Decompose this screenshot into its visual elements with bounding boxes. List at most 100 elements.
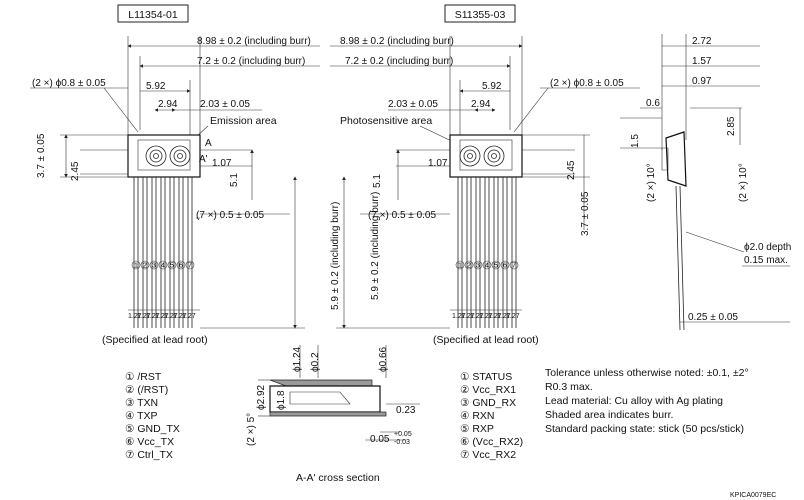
- right-title: S11355-03: [455, 9, 506, 21]
- side-d06: 0.6: [646, 98, 660, 109]
- left-a-prime-mark: A': [199, 154, 208, 165]
- right-lead-root-note: (Specified at lead root): [433, 334, 539, 346]
- note-tolerance: Tolerance unless otherwise noted: ±0.1, …: [545, 367, 749, 379]
- right-pin-1: ① STATUS: [460, 371, 512, 383]
- xs-d066: ϕ0.66: [378, 346, 389, 372]
- right-pin-num-4: 4: [485, 263, 489, 270]
- left-pin-5: ⑤ GND_TX: [125, 423, 180, 435]
- side-d157: 1.57: [692, 56, 712, 67]
- right-pin-3: ③ GND_RX: [460, 397, 516, 409]
- left-a-mark: A: [205, 138, 212, 149]
- right-leads: [457, 177, 517, 328]
- left-h107-dim: 1.07: [212, 158, 232, 169]
- right-h51-dim: 5.1: [372, 174, 383, 188]
- right-lead-pitch-2: 1.27: [461, 313, 475, 320]
- right-h245-dim: 2.45: [566, 160, 577, 180]
- right-lead-pitch-3: 1.27: [470, 313, 484, 320]
- left-w203-dim: 2.03 ± 0.05: [200, 99, 250, 110]
- right-w592-dim: 5.92: [482, 81, 502, 92]
- note-lead-material: Lead material: Cu alloy with Ag plating: [545, 395, 723, 407]
- left-pin-1: ① /RST: [125, 371, 162, 383]
- left-w592-dim: 5.92: [146, 81, 166, 92]
- right-lead-pitch-5: 1.27: [488, 313, 502, 320]
- right-pin-num-5: 5: [494, 263, 498, 270]
- left-pin-3: ③ TXN: [125, 397, 158, 409]
- side-lead: [675, 185, 681, 331]
- right-pin-num-2: 2: [467, 263, 471, 270]
- xs-caption: A-A' cross section: [296, 472, 380, 484]
- right-lead-pitch-6: 1.27: [497, 313, 511, 320]
- left-lead-pitch-row: 1.27 1.27 1.27 1.27 1.27 1.27 1.27: [128, 313, 196, 320]
- left-title-box: [117, 4, 189, 23]
- right-holes-dim: (2 ×) ϕ0.8 ± 0.05: [550, 78, 624, 89]
- right-w203-dim: 2.03 ± 0.05: [388, 99, 438, 110]
- left-lead-pitch-3: 1.27: [146, 313, 160, 320]
- right-pin-num-6: 6: [503, 263, 507, 270]
- xs-angle: (2 ×) 5°: [246, 413, 257, 446]
- right-pin-5: ⑤ RXP: [460, 423, 494, 435]
- note-packing: Standard packing state: stick (50 pcs/st…: [545, 423, 744, 435]
- side-d285: 2.85: [726, 116, 737, 136]
- left-pin-num-3: 3: [152, 263, 156, 270]
- left-lead-pitch-4: 1.27: [155, 313, 169, 320]
- left-pin-7: ⑦ Ctrl_TX: [125, 449, 173, 461]
- xs-d124: ϕ1.24: [292, 346, 303, 372]
- right-pin-list: ① STATUS ② Vcc_RX1 ③ GND_RX ④ RXN ⑤ RXP …: [460, 371, 523, 461]
- xs-d023: 0.23: [396, 405, 416, 416]
- left-h37-dim: 3.7 ± 0.05: [36, 133, 47, 178]
- left-package-body: [127, 134, 201, 178]
- note-radius: R0.3 max.: [545, 381, 593, 393]
- left-pin-4: ④ TXP: [125, 410, 158, 422]
- left-w294-dim: 2.94: [158, 99, 178, 110]
- right-lead-pitch-4: 1.27: [479, 313, 493, 320]
- side-depth-2: 0.15 max.: [744, 255, 788, 266]
- xs-d18: ϕ1.8: [276, 390, 287, 410]
- cross-section: ϕ1.24 ϕ0.2 ϕ0.66 ϕ2.92 ϕ1.8 0.23 (2 ×) 5…: [246, 345, 420, 484]
- left-pin-2: ② (/RST): [125, 384, 168, 396]
- right-lead-pitch-7: 1.27: [506, 313, 520, 320]
- xs-tol-plus: +0.05: [394, 431, 412, 438]
- xs-burr-bottom: [269, 411, 387, 417]
- right-inner-dim: 7.2 ± 0.2 (including burr): [345, 56, 453, 67]
- left-pin-numbers: 1 2 3 4 5 6 7: [131, 260, 195, 270]
- right-pin-2: ② Vcc_RX1: [460, 384, 516, 396]
- left-inner-dim: 7.2 ± 0.2 (including burr): [197, 56, 305, 67]
- right-photosensitive-area: Photosensitive area: [340, 115, 432, 127]
- right-h107-dim: 1.07: [428, 158, 448, 169]
- right-view: S11355-03 8.98 ± 0.2 (including burr) 7.…: [330, 4, 640, 461]
- left-pin-num-5: 5: [170, 263, 174, 270]
- xs-burr-top: [269, 379, 373, 387]
- right-pin-7: ⑦ Vcc_RX2: [460, 449, 516, 461]
- left-pin-6: ⑥ Vcc_TX: [125, 436, 174, 448]
- left-length-dim: 5.9 ± 0.2 (including burr): [330, 202, 341, 310]
- side-d097: 0.97: [692, 76, 712, 87]
- side-view: 2.72 1.57 0.97 0.6 1.5 2.85 (2 ×) 10° (2…: [620, 34, 791, 331]
- right-package-body: [449, 134, 523, 178]
- left-pin-num-7: 7: [188, 263, 192, 270]
- side-package-body: [665, 131, 687, 187]
- side-d272: 2.72: [692, 36, 712, 47]
- left-holes-dim: (2 ×) ϕ0.8 ± 0.05: [32, 78, 106, 89]
- right-overall-dim: 8.98 ± 0.2 (including burr): [340, 36, 454, 47]
- left-pin-num-2: 2: [143, 263, 147, 270]
- xs-tol-minus: -0.03: [394, 439, 410, 446]
- xs-d292: ϕ2.92: [256, 384, 267, 410]
- right-pin-numbers: 1 2 3 4 5 6 7: [455, 260, 519, 270]
- left-pin-num-4: 4: [161, 263, 165, 270]
- right-pin-num-1: 1: [458, 263, 462, 270]
- note-shaded: Shaded area indicates burr.: [545, 409, 673, 421]
- right-length-dim: 5.9 ± 0.2 (including burr): [370, 192, 381, 300]
- right-title-box: [444, 4, 516, 23]
- left-lead-pitch-6: 1.27: [173, 313, 187, 320]
- left-pin-list: ① /RST ② (/RST) ③ TXN ④ TXP ⑤ GND_TX ⑥ V…: [125, 371, 180, 461]
- right-w294-dim: 2.94: [471, 99, 491, 110]
- right-pin-6: ⑥ (Vcc_RX2): [460, 436, 523, 448]
- left-title: L11354-01: [128, 9, 178, 21]
- left-pin-num-1: 1: [134, 263, 138, 270]
- right-pin-num-3: 3: [476, 263, 480, 270]
- xs-d02: ϕ0.2: [310, 352, 321, 372]
- side-lead-width: 0.25 ± 0.05: [688, 312, 738, 323]
- notes: Tolerance unless otherwise noted: ±0.1, …: [545, 367, 749, 435]
- left-lead-pitch-7: 1.27: [182, 313, 196, 320]
- left-h51-dim: 5.1: [229, 173, 240, 187]
